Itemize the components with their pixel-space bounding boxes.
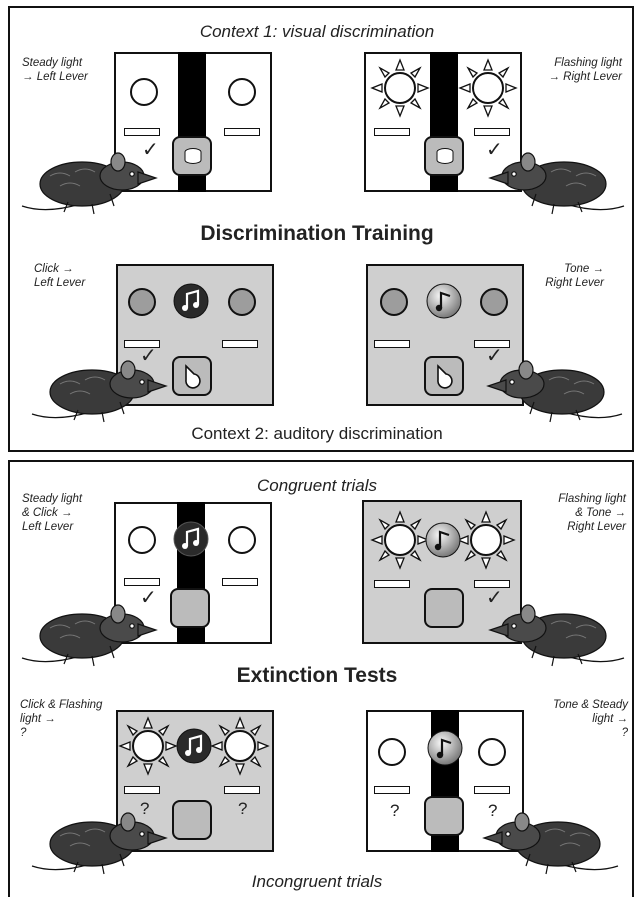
context1-label: Context 1: visual discrimination	[199, 22, 435, 41]
label-tone-steady-q: Tone & Steady light → ?	[552, 699, 628, 739]
correct-check: ✓	[486, 345, 503, 367]
flashing-light-icon	[370, 58, 430, 118]
left-lever	[374, 580, 410, 588]
flashing-light-icon	[210, 716, 270, 776]
water-drop-icon	[437, 364, 453, 389]
label-click-flashing-q: Click & Flashing light → ?	[20, 699, 103, 739]
right-lever	[474, 340, 510, 348]
steady-light-icon	[228, 78, 256, 106]
music-note-icon	[425, 522, 461, 558]
right-lever	[222, 578, 258, 586]
rat-icon	[21, 604, 158, 667]
incongruent-label: Incongruent trials	[251, 872, 383, 891]
steady-light-icon	[128, 526, 156, 554]
unknown-outcome: ?	[140, 799, 150, 818]
steady-light-icon	[128, 288, 156, 316]
music-note-icon	[427, 730, 463, 766]
unknown-outcome: ?	[238, 799, 248, 818]
left-lever	[124, 128, 160, 136]
right-lever	[474, 128, 510, 136]
extinction-title: Extinction Tests	[236, 664, 398, 687]
music-note-icon	[176, 728, 212, 764]
unknown-outcome: ?	[488, 801, 498, 820]
context2-label: Context 2: auditory discrimination	[191, 424, 443, 443]
right-lever	[474, 580, 510, 588]
rat-icon	[488, 604, 625, 667]
music-note-icon	[173, 283, 209, 319]
steady-light-icon	[228, 288, 256, 316]
left-lever	[124, 786, 160, 794]
right-lever	[224, 128, 260, 136]
left-lever	[374, 128, 410, 136]
rat-icon	[31, 360, 168, 423]
label-flashing-right: Flashing light → Right Lever	[548, 57, 622, 83]
steady-light-icon	[478, 738, 506, 766]
label-tone-right: Tone → Right Lever	[545, 263, 604, 289]
rat-icon	[488, 152, 625, 215]
reward-cup	[172, 800, 212, 840]
correct-check: ✓	[486, 139, 503, 161]
steady-light-icon	[228, 526, 256, 554]
right-lever	[474, 786, 510, 794]
music-note-icon	[426, 283, 462, 319]
steady-light-icon	[130, 78, 158, 106]
right-lever	[224, 786, 260, 794]
correct-check: ✓	[142, 139, 159, 161]
label-click-left: Click → Left Lever	[34, 263, 86, 289]
steady-light-icon	[378, 738, 406, 766]
label-steady-left: Steady light → Left Lever	[22, 57, 88, 83]
unknown-outcome: ?	[390, 801, 400, 820]
reward-cup	[170, 588, 210, 628]
correct-check: ✓	[140, 587, 157, 609]
left-lever	[374, 786, 410, 794]
reward-cup	[424, 588, 464, 628]
left-lever	[374, 340, 410, 348]
congruent-label: Congruent trials	[256, 476, 377, 495]
label-flashing-tone-right: Flashing light & Tone → Right Lever	[558, 493, 626, 533]
food-pellet-icon	[436, 148, 454, 164]
flashing-light-icon	[456, 510, 516, 570]
left-lever	[124, 340, 160, 348]
left-lever	[124, 578, 160, 586]
steady-light-icon	[380, 288, 408, 316]
correct-check: ✓	[486, 587, 503, 609]
steady-light-icon	[480, 288, 508, 316]
rat-icon	[21, 152, 158, 215]
reward-cup	[424, 796, 464, 836]
rat-icon	[482, 812, 619, 875]
right-lever	[222, 340, 258, 348]
flashing-light-icon	[458, 58, 518, 118]
food-pellet-icon	[184, 148, 202, 164]
training-title: Discrimination Training	[200, 222, 434, 245]
music-note-icon	[173, 521, 209, 557]
correct-check: ✓	[140, 345, 157, 367]
flashing-light-icon	[118, 716, 178, 776]
rat-icon	[31, 812, 168, 875]
flashing-light-icon	[370, 510, 430, 570]
label-steady-click-left: Steady light & Click → Left Lever	[22, 493, 83, 533]
rat-icon	[486, 360, 623, 423]
water-drop-icon	[185, 364, 201, 389]
